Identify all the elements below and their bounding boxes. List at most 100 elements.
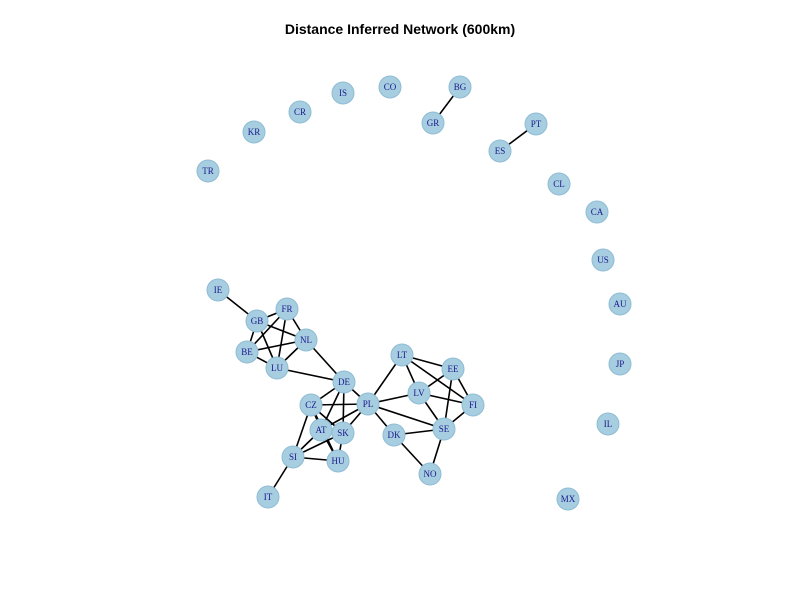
node-us: US [591,248,615,272]
node-circle [281,445,305,469]
node-circle [294,328,318,352]
node-label: LV [413,388,425,398]
node-label: DK [388,430,401,440]
node-circle [196,159,220,183]
node-circle [441,357,465,381]
node-ca: CA [585,200,609,224]
node-lv: LV [407,381,431,405]
node-co: CO [378,75,402,99]
node-circle [432,417,456,441]
node-circle [299,393,323,417]
node-circle [591,248,615,272]
node-tr: TR [196,159,220,183]
node-circle [596,412,620,436]
node-si: SI [281,445,305,469]
node-il: IL [596,412,620,436]
figure-title: Distance Inferred Network (600km) [284,21,516,37]
node-label: SI [289,452,297,462]
node-nl: NL [294,328,318,352]
node-circle [331,421,355,445]
node-label: JP [616,359,625,369]
node-label: PL [363,399,374,409]
node-label: GR [427,118,440,128]
node-ie: IE [206,278,230,302]
node-gb: GB [245,309,269,333]
node-label: LT [397,350,408,360]
node-gr: GR [421,111,445,135]
node-circle [524,112,548,136]
node-label: BG [454,82,467,92]
node-be: BE [235,340,259,364]
node-label: TR [202,166,214,176]
node-cr: CR [288,100,312,124]
node-label: PT [531,119,542,129]
node-label: SE [439,424,450,434]
edge-layer [217,86,537,498]
node-circle [331,81,355,105]
node-label: CR [294,107,306,117]
node-circle [356,392,380,416]
node-circle [421,111,445,135]
node-circle [448,75,472,99]
node-circle [382,423,406,447]
node-jp: JP [608,352,632,376]
node-label: EE [448,364,459,374]
node-label: AU [614,299,627,309]
node-circle [245,309,269,333]
node-circle [265,356,289,380]
node-label: HU [332,456,345,466]
node-circle [390,343,414,367]
node-label: FR [281,304,292,314]
node-label: US [597,255,609,265]
node-circle [288,100,312,124]
node-no: NO [418,462,442,486]
node-circle [332,370,356,394]
node-label: FI [469,400,477,410]
node-label: DE [338,377,350,387]
node-bg: BG [448,75,472,99]
node-label: CZ [305,400,317,410]
node-it: IT [256,485,280,509]
node-circle [407,381,431,405]
node-label: CO [384,82,397,92]
node-label: IS [339,88,347,98]
node-circle [418,462,442,486]
node-label: KR [248,127,261,137]
node-circle [275,297,299,321]
node-label: GB [251,316,264,326]
node-label: ES [495,146,506,156]
node-lu: LU [265,356,289,380]
node-circle [242,120,266,144]
node-label: IE [214,285,223,295]
node-label: NL [300,335,312,345]
node-de: DE [332,370,356,394]
node-hu: HU [326,449,350,473]
node-circle [378,75,402,99]
node-label: CA [591,207,604,217]
node-circle [235,340,259,364]
node-label: IL [604,419,613,429]
node-ee: EE [441,357,465,381]
node-circle [461,393,485,417]
node-au: AU [608,292,632,316]
node-circle [256,485,280,509]
node-se: SE [432,417,456,441]
node-circle [608,292,632,316]
node-label: SK [337,428,349,438]
node-label: LU [271,363,283,373]
node-label: BE [241,347,253,357]
node-pt: PT [524,112,548,136]
node-label: IT [264,492,273,502]
node-layer: TR KR CR IS CO BG GR PT ES CL CA US AU JP IL MX IE GB FR BE… [196,75,632,511]
node-label: NO [424,469,437,479]
node-mx: MX [556,487,580,511]
node-cz: CZ [299,393,323,417]
node-is: IS [331,81,355,105]
node-dk: DK [382,423,406,447]
node-circle [488,139,512,163]
node-label: CL [553,179,565,189]
node-cl: CL [547,172,571,196]
node-label: AT [316,425,328,435]
node-circle [206,278,230,302]
